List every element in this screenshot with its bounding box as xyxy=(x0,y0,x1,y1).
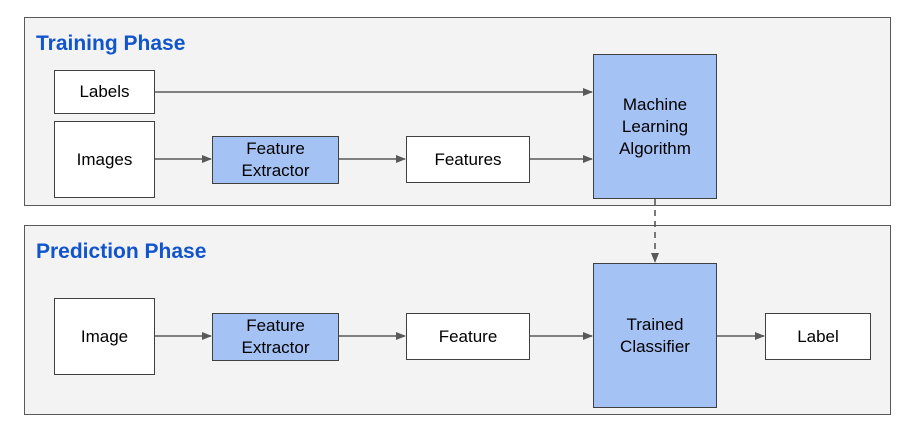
label-box: Label xyxy=(765,313,871,360)
training-phase-title: Training Phase xyxy=(36,32,186,55)
prediction-phase-title: Prediction Phase xyxy=(36,240,207,263)
ml-algorithm-box: Machine Learning Algorithm xyxy=(593,54,717,199)
image-box: Image xyxy=(54,298,155,375)
images-box: Images xyxy=(54,121,155,198)
training-feature-extractor-box: Feature Extractor xyxy=(212,136,339,184)
trained-classifier-box: Trained Classifier xyxy=(593,263,717,408)
labels-box: Labels xyxy=(54,70,155,114)
prediction-feature-extractor-box: Feature Extractor xyxy=(212,313,339,361)
features-box: Features xyxy=(406,136,530,183)
feature-box: Feature xyxy=(406,313,530,360)
